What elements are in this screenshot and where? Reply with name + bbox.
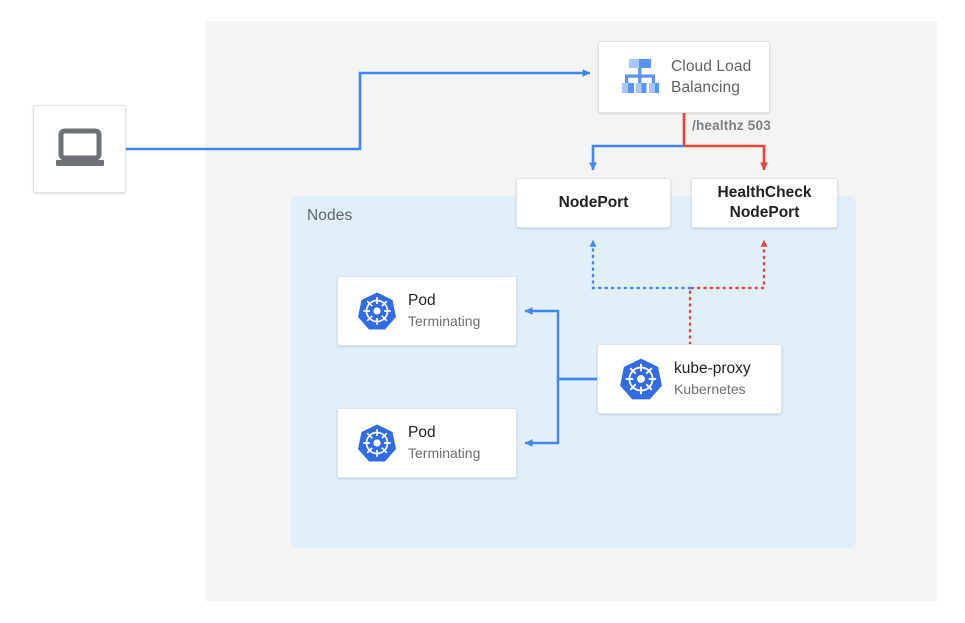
pod-1-title: Pod xyxy=(408,292,436,309)
cloud-load-balancing-icon xyxy=(599,57,671,97)
kube-proxy-subtitle: Kubernetes xyxy=(674,381,746,397)
kubernetes-icon xyxy=(598,357,674,401)
kubernetes-icon xyxy=(338,291,408,331)
nodes-panel-label: Nodes xyxy=(307,207,353,224)
nodeport-node[interactable]: NodePort xyxy=(516,178,671,228)
healthcheck-nodeport-node[interactable]: HealthCheck NodePort xyxy=(691,178,838,228)
cloud-load-balancing-node[interactable]: Cloud Load Balancing xyxy=(598,41,770,113)
healthcheck-nodeport-label-line2: NodePort xyxy=(729,204,800,221)
laptop-icon xyxy=(54,128,106,170)
pod-1-status: Terminating xyxy=(408,313,481,329)
kube-proxy-title: kube-proxy xyxy=(674,360,751,377)
client-node[interactable] xyxy=(33,105,126,193)
pod-2-title: Pod xyxy=(408,424,436,441)
pod-2-status: Terminating xyxy=(408,445,481,461)
nodeport-label: NodePort xyxy=(558,194,629,211)
cloud-load-balancing-title: Cloud Load xyxy=(671,58,752,75)
pod-node-1[interactable]: Pod Terminating xyxy=(337,276,517,346)
kubernetes-icon xyxy=(338,423,408,463)
healthcheck-nodeport-label: HealthCheck xyxy=(717,184,812,201)
healthz-edge-label: /healthz 503 xyxy=(692,118,771,133)
pod-node-2[interactable]: Pod Terminating xyxy=(337,408,517,478)
kube-proxy-node[interactable]: kube-proxy Kubernetes xyxy=(597,344,782,414)
cloud-load-balancing-title-line2: Balancing xyxy=(671,79,740,96)
